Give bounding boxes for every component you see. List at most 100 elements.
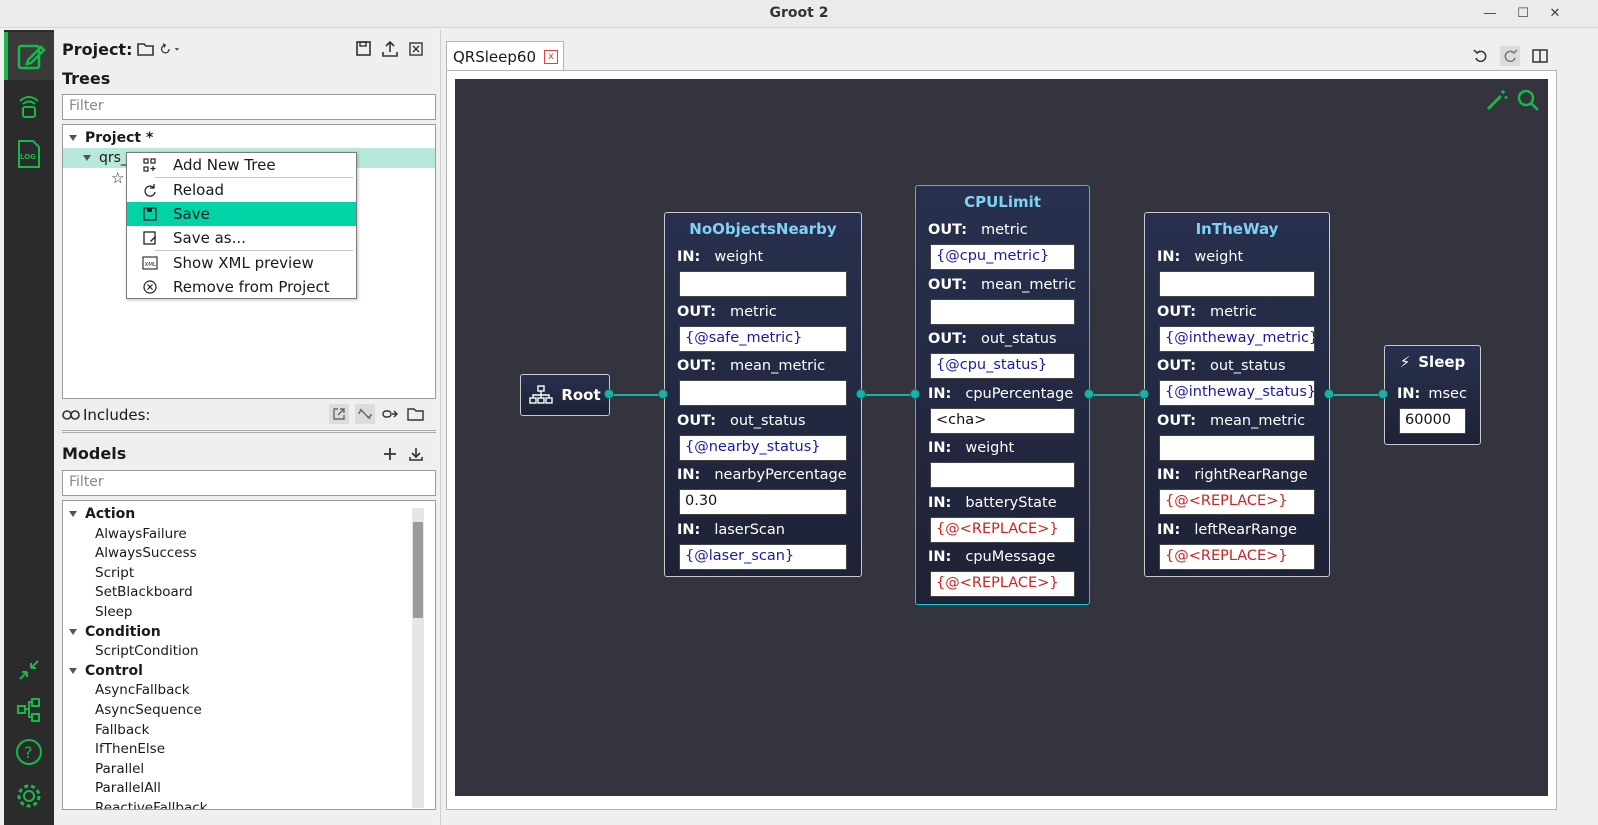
close-window-button[interactable]: ✕ <box>1549 6 1561 21</box>
tab-close-button[interactable]: x <box>543 49 558 64</box>
model-item[interactable]: Sleep <box>95 604 133 620</box>
noobjects-input-port[interactable] <box>658 389 668 399</box>
port-value-input[interactable]: {@laser_scan} <box>679 543 847 570</box>
close-project-button[interactable] <box>406 39 426 59</box>
add-model-button[interactable] <box>380 444 400 464</box>
external-link-icon <box>333 408 345 420</box>
scrollbar-thumb[interactable] <box>413 522 423 618</box>
model-item[interactable]: AlwaysSuccess <box>95 545 197 562</box>
root-output-port[interactable] <box>604 389 614 399</box>
port-value-input[interactable]: {@<REPLACE>} <box>1159 489 1315 515</box>
port-value-input[interactable] <box>679 271 847 297</box>
include-unlink-button[interactable] <box>355 404 375 424</box>
redo-button[interactable] <box>1500 46 1520 66</box>
tree-subitem[interactable]: ☆ <box>111 168 124 188</box>
model-item[interactable]: AsyncSequence <box>95 702 202 718</box>
magic-wand-icon <box>1486 90 1508 111</box>
layout-tree-button[interactable] <box>4 686 54 734</box>
import-models-button[interactable] <box>406 444 426 464</box>
port-value-input[interactable]: {@nearby_status} <box>679 434 847 461</box>
model-item[interactable]: AsyncFallback <box>95 682 190 699</box>
port-value-input[interactable]: 60000 <box>1399 408 1466 434</box>
port-name: out_status <box>981 331 1057 347</box>
port-value-input[interactable]: {@intheway_metric} <box>1159 325 1315 352</box>
model-item[interactable]: SetBlackboard <box>95 584 193 601</box>
port-value-input[interactable]: {@safe_metric} <box>679 325 847 352</box>
open-folder-button[interactable] <box>136 39 156 59</box>
port-value-input[interactable]: {@cpu_metric} <box>930 244 1075 270</box>
port-name: weight <box>714 249 764 265</box>
link-icon <box>62 410 80 420</box>
port-value-input[interactable]: 0.30 <box>679 489 847 515</box>
include-open-button[interactable] <box>329 404 349 424</box>
intheway-input-port[interactable] <box>1139 389 1149 399</box>
editor-mode-button[interactable] <box>4 32 54 80</box>
port-label: OUT:mean_metric <box>677 358 825 374</box>
model-item[interactable]: IfThenElse <box>95 741 166 758</box>
undo-button[interactable] <box>1471 46 1491 66</box>
collapse-button[interactable] <box>4 646 54 694</box>
search-button[interactable] <box>1516 88 1540 112</box>
export-project-button[interactable] <box>380 39 400 59</box>
menu-item-reload[interactable]: Reload <box>127 178 356 202</box>
port-value-input[interactable]: {@cpu_status} <box>930 353 1075 379</box>
minimize-button[interactable]: — <box>1483 6 1497 21</box>
menu-item-save-as[interactable]: Save as... <box>127 226 356 250</box>
model-group[interactable]: Control <box>69 661 143 681</box>
settings-button[interactable] <box>4 772 54 820</box>
recent-projects-button[interactable] <box>160 39 180 59</box>
save-project-button[interactable] <box>354 39 374 59</box>
context-menu: Add New Tree Reload Save Save as... XML … <box>126 152 357 299</box>
port-value-input[interactable] <box>1159 271 1315 297</box>
include-add-button[interactable] <box>380 404 400 424</box>
help-button[interactable]: ? <box>4 728 54 776</box>
menu-item-remove-from-project[interactable]: Remove from Project <box>127 275 356 299</box>
panel-splitter[interactable] <box>62 430 436 433</box>
models-scrollbar[interactable] <box>412 508 424 808</box>
include-folder-button[interactable] <box>406 404 426 424</box>
model-group[interactable]: Condition <box>69 622 161 642</box>
port-direction: OUT: <box>677 412 716 429</box>
port-value-input[interactable]: {@intheway_status} <box>1159 380 1315 406</box>
magic-layout-button[interactable] <box>1485 88 1509 112</box>
noobjects-output-port[interactable] <box>856 389 866 399</box>
port-value-input[interactable] <box>930 462 1075 488</box>
root-node-label: Root <box>561 386 601 404</box>
sleep-input-port[interactable] <box>1378 389 1388 399</box>
menu-item-save[interactable]: Save <box>127 202 356 226</box>
model-item[interactable]: AlwaysFailure <box>95 525 187 542</box>
log-mode-button[interactable]: LOG <box>4 130 54 178</box>
models-filter-input[interactable]: Filter <box>62 470 436 496</box>
tab-qrsleep60[interactable]: QRSleep60 x <box>446 41 564 71</box>
model-item[interactable]: Parallel <box>95 760 145 777</box>
port-value-input[interactable] <box>679 380 847 406</box>
menu-item-show-xml-preview[interactable]: XML Show XML preview <box>127 251 356 275</box>
menu-item-add-new-tree[interactable]: Add New Tree <box>127 153 356 177</box>
root-node[interactable]: Root <box>520 374 610 416</box>
split-view-button[interactable] <box>1530 46 1550 66</box>
port-value-input[interactable] <box>1159 434 1315 461</box>
model-item[interactable]: ScriptCondition <box>95 643 199 660</box>
port-value-input[interactable]: {@<REPLACE>} <box>930 516 1075 543</box>
port-value-input[interactable] <box>930 298 1075 325</box>
trees-filter-input[interactable]: Filter <box>62 94 436 120</box>
port-value-input[interactable]: <cha> <box>930 407 1075 434</box>
monitor-mode-button[interactable] <box>4 82 54 130</box>
port-value-input[interactable]: {@<REPLACE>} <box>1159 543 1315 570</box>
model-item[interactable]: Script <box>95 564 135 581</box>
cpulimit-output-port[interactable] <box>1084 389 1094 399</box>
model-item[interactable]: ParallelAll <box>95 780 161 797</box>
maximize-button[interactable]: ☐ <box>1517 6 1529 21</box>
port-value-input[interactable]: {@<REPLACE>} <box>930 571 1075 597</box>
model-item[interactable]: Fallback <box>95 721 150 738</box>
tree-item-project[interactable]: Project * <box>69 128 153 148</box>
model-item[interactable]: ReactiveFallback <box>95 800 208 810</box>
model-group[interactable]: Action <box>69 504 135 524</box>
cpulimit-input-port[interactable] <box>910 389 920 399</box>
intheway-output-port[interactable] <box>1324 389 1334 399</box>
